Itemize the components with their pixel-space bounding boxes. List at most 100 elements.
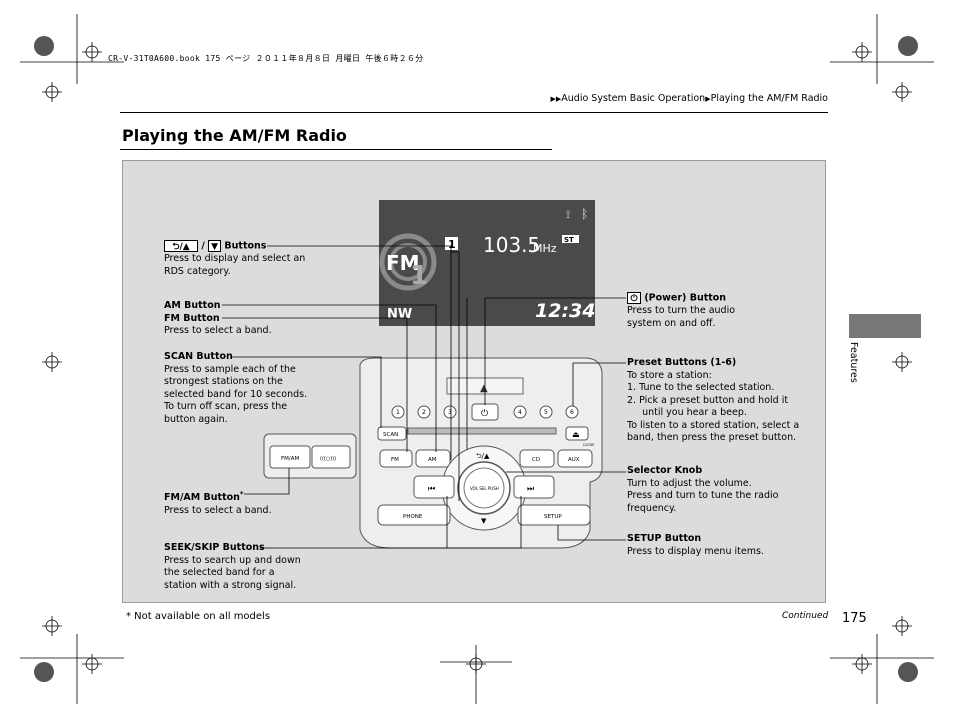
preset-body-5: To listen to a stored station, select a <box>627 419 800 431</box>
preset-body-2: 1. Tune to the selected station. <box>627 382 775 393</box>
leader-preset <box>572 362 626 406</box>
close-label: CLOSE <box>583 443 594 447</box>
phone-button <box>377 504 451 526</box>
scan-body-1: Press to sample each of the <box>164 363 296 375</box>
setup-title: SETUP Button <box>627 533 702 544</box>
display-preset: 1 <box>448 238 456 251</box>
leader-fmam <box>244 468 290 495</box>
eject-button <box>565 426 589 441</box>
cd-button <box>519 449 555 468</box>
cd-label: CD <box>532 457 540 463</box>
am-title: AM Button <box>164 300 221 311</box>
preset-label-3: 3 <box>448 409 452 416</box>
continued-label: Continued <box>782 611 829 621</box>
title-rule <box>120 149 552 150</box>
preset-button-6 <box>565 405 579 419</box>
leader-scan <box>232 356 382 428</box>
seek-forward-icon: ⏭ <box>527 484 534 493</box>
display-clock: 12:34 <box>535 300 595 322</box>
bluetooth-icon: ᛒ <box>581 207 588 221</box>
preset-button-1 <box>391 405 405 419</box>
callout-rds: ⮌/▲ / ▼ Buttons Press to display and sel… <box>164 240 305 278</box>
page-title: Playing the AM/FM Radio <box>122 126 347 145</box>
callout-scan: SCAN Button Press to sample each of the … <box>164 351 307 426</box>
preset-label-4: 4 <box>518 409 522 416</box>
selector-title: Selector Knob <box>627 465 703 476</box>
display-band-number: 1 <box>410 261 428 291</box>
am-fm-body: Press to select a band. <box>164 325 272 336</box>
tune-down-icon: ▼ <box>481 517 487 525</box>
fm-title: FM Button <box>164 312 220 324</box>
preset-body-4: until you hear a beep. <box>627 407 747 418</box>
footnote: * Not available on all models <box>126 611 271 622</box>
setup-button <box>517 504 591 526</box>
preset-button-5 <box>539 405 553 419</box>
leader-rds-2 <box>451 251 460 501</box>
scan-body-5: button again. <box>164 413 228 425</box>
seek-body-1: Press to search up and down <box>164 554 301 566</box>
breadcrumb: ▶▶Audio System Basic Operation▶Playing t… <box>551 93 829 104</box>
scan-label: SCAN <box>383 432 398 438</box>
setup-body: Press to display menu items. <box>627 545 764 557</box>
breadcrumb-marker: ▶▶ <box>550 95 562 103</box>
rds-body-2: RDS category. <box>164 265 231 277</box>
preset-button-2 <box>417 405 431 419</box>
leader-seek <box>260 496 522 549</box>
seek-forward-button <box>513 475 555 499</box>
hazard-icon: ▲ <box>480 383 488 394</box>
breadcrumb-parent[interactable]: Audio System Basic Operation <box>561 93 706 104</box>
fm-badge-ring <box>379 233 437 291</box>
back-up-icon[interactable]: ⮌/▲ <box>164 240 198 252</box>
rds-body-1: Press to display and select an <box>164 253 306 264</box>
book-reference: CR-V-31T0A600.book 175 ページ ２０１１年８月８日 月曜日… <box>108 54 424 63</box>
fm-badge-inner <box>389 243 427 281</box>
power-body-1: Press to turn the audio <box>627 305 736 316</box>
leader-setup <box>557 525 626 541</box>
preset-body-6: band, then press the preset button. <box>627 432 797 443</box>
power-title: (Power) Button <box>644 292 727 304</box>
leader-rds <box>267 245 452 460</box>
callout-setup: SETUP Button Press to display menu items… <box>627 533 764 558</box>
callout-am-fm: AM Button FM Button Press to select a ba… <box>164 300 272 338</box>
callout-selector: Selector Knob Turn to adjust the volume.… <box>627 465 778 515</box>
seek-back-button <box>413 475 455 499</box>
callout-preset: Preset Buttons (1-6) To store a station:… <box>627 357 799 445</box>
preset-button-4 <box>513 405 527 419</box>
fmam-adjacent-icon: (((○))) <box>320 456 336 462</box>
fmam-button <box>269 445 311 469</box>
display-band: FM <box>386 251 420 275</box>
fm-button <box>379 449 413 468</box>
power-icon[interactable]: ⏻ <box>627 292 641 304</box>
tune-up-icon: ⮌/▲ <box>476 452 490 460</box>
setup-label: SETUP <box>544 514 562 520</box>
fmam-adjacent-button <box>311 445 351 469</box>
preset-body-1: To store a station: <box>627 369 712 381</box>
stereo-box <box>562 235 579 243</box>
breadcrumb-current: Playing the AM/FM Radio <box>710 93 828 104</box>
down-arrow-icon[interactable]: ▼ <box>208 240 222 252</box>
power-icon: ⏻ <box>481 408 488 419</box>
scan-button <box>377 426 407 441</box>
cd-slot <box>407 427 557 435</box>
eject-icon: ⏏ <box>572 430 580 439</box>
section-tab[interactable] <box>849 314 921 338</box>
seek-body-2: the selected band for a <box>164 567 275 578</box>
breadcrumb-separator: ▶ <box>705 95 711 103</box>
usb-icon: ⟟ <box>566 208 570 221</box>
callout-fmam: FM/AM Button* Press to select a band. <box>164 488 272 517</box>
fmam-body: Press to select a band. <box>164 504 272 516</box>
preset-label-5: 5 <box>544 409 548 416</box>
preset-label-6: 6 <box>570 409 574 416</box>
header-rule <box>120 112 828 113</box>
fmam-label: FM/AM <box>281 456 300 462</box>
fm-label: FM <box>391 457 399 463</box>
callout-seek: SEEK/SKIP Buttons Press to search up and… <box>164 542 301 592</box>
fmam-sup: * <box>239 490 244 498</box>
scan-title: SCAN Button <box>164 351 233 362</box>
scan-body-3: selected band for 10 seconds. <box>164 388 308 400</box>
phone-label: PHONE <box>403 514 423 520</box>
scan-body-4: To turn off scan, press the <box>164 401 288 412</box>
seek-back-icon: ⏮ <box>428 484 435 493</box>
